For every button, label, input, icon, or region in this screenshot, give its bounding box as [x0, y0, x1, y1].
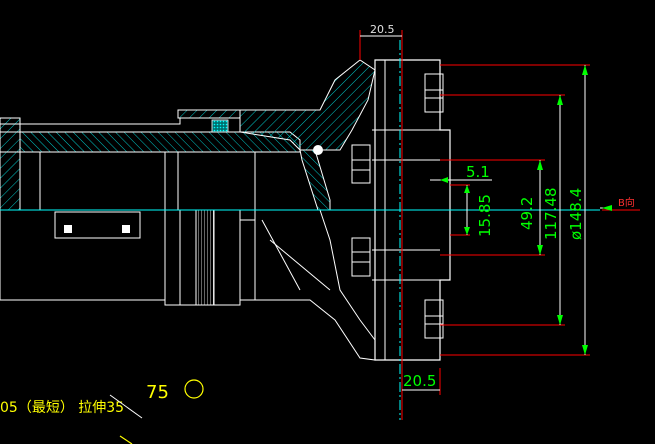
dim-49-2: 49.2: [518, 197, 536, 230]
flange-body: [239, 59, 376, 361]
bolt-upper-inner: [351, 144, 371, 184]
dim-15-85: 15.85: [476, 194, 494, 237]
leader-line: [109, 394, 143, 419]
note-fragment: [119, 435, 133, 444]
extension-lines: [359, 30, 640, 420]
circled-value: 75: [146, 382, 169, 403]
bolt-lower-inner: [351, 237, 371, 277]
dimension-arrows: [440, 65, 612, 355]
view-label: B向: [618, 196, 635, 209]
bolt-bottom: [424, 299, 444, 339]
length-note: 05（最短） 拉伸35: [0, 400, 124, 416]
dim-5-1: 5.1: [466, 163, 490, 181]
circle-mark-icon: [184, 379, 204, 399]
dimension-lines: [360, 35, 610, 391]
dim-117-48: 117.48: [542, 188, 560, 241]
shaft-housing: [0, 109, 301, 211]
dim-top-width: 20.5: [370, 23, 395, 36]
lower-shaft: [0, 209, 255, 306]
dim-148-4: ø148.4: [567, 188, 585, 240]
bolt-top: [424, 73, 444, 113]
dim-bottom-width: 20.5: [403, 372, 436, 390]
